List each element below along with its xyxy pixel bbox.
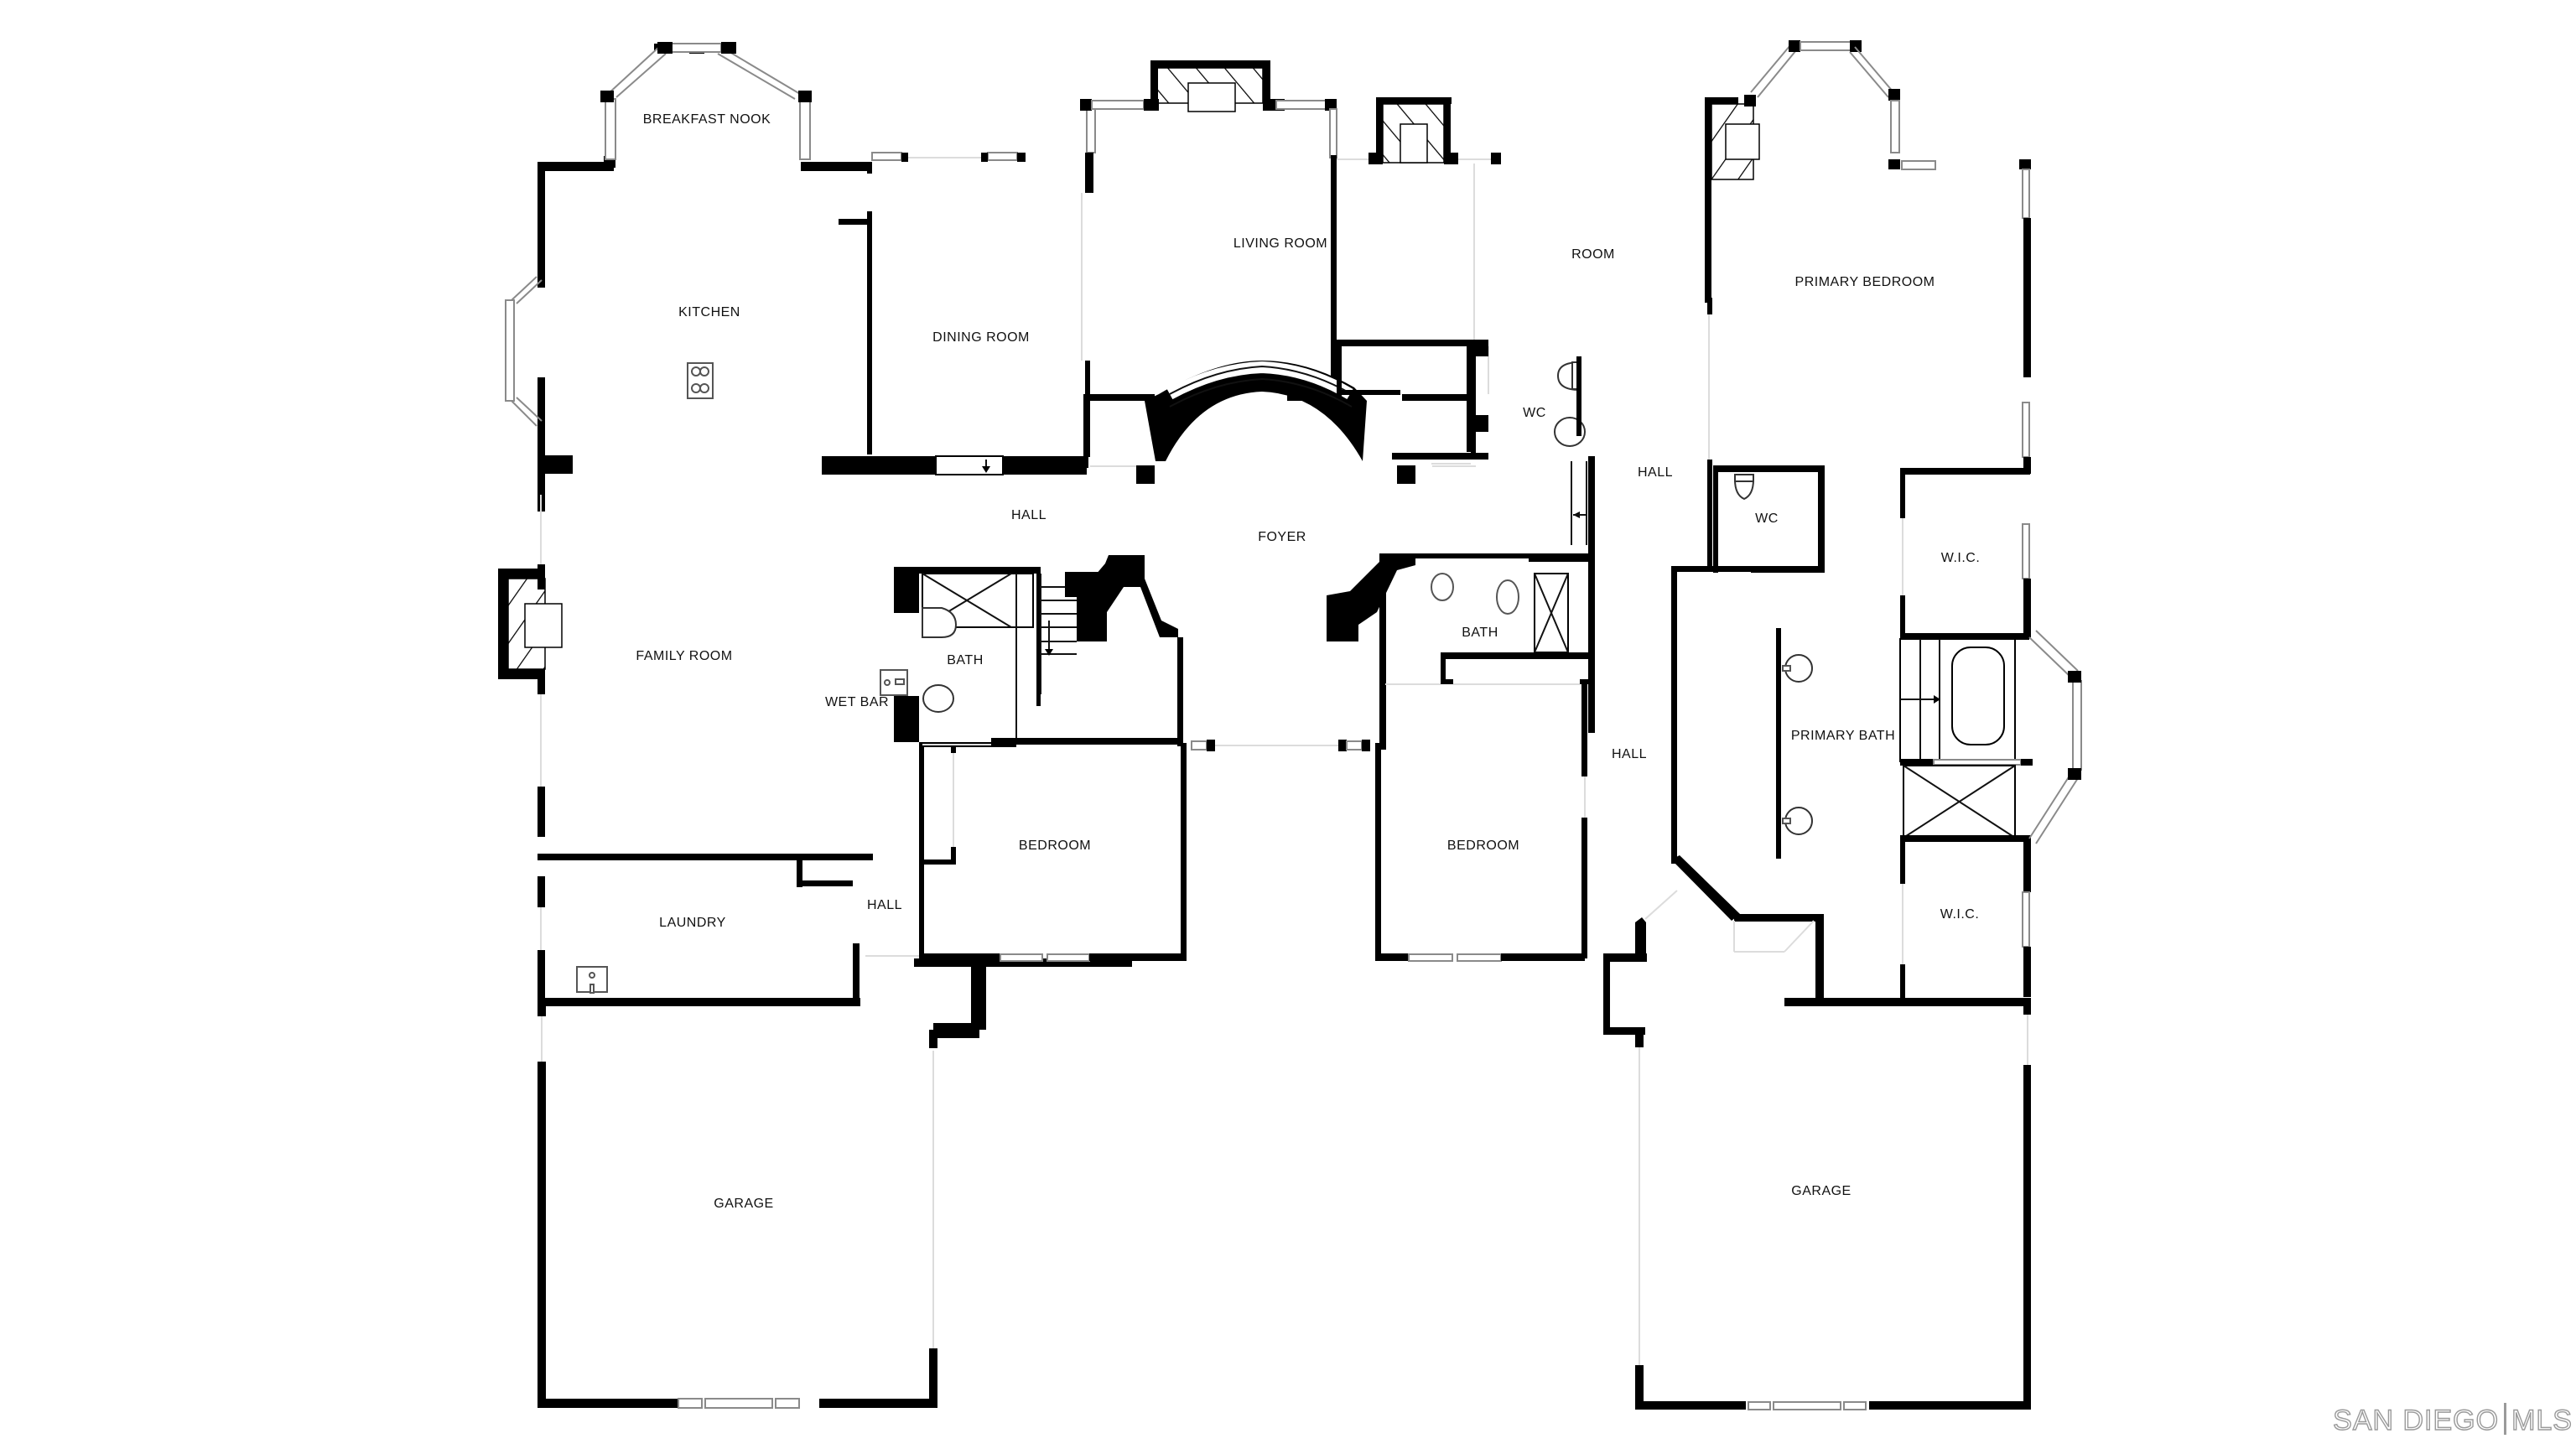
room-label-bath-right: BATH	[1462, 626, 1498, 640]
cooktop-icon	[687, 362, 714, 399]
san-diego-mls-watermark: SAN DIEGO MLS	[2332, 1403, 2573, 1437]
room-label-living-room: LIVING ROOM	[1233, 236, 1328, 251]
room-label-wic-upper: W.I.C.	[1940, 551, 1981, 565]
right-wing-walls	[1331, 40, 2082, 1410]
room-label-hall-right-upper: HALL	[1637, 465, 1674, 480]
room-label-wc-1: WC	[1523, 406, 1546, 420]
room-label-garage-right: GARAGE	[1791, 1184, 1852, 1198]
room-label-dining-room: DINING ROOM	[932, 330, 1030, 345]
center-walls	[894, 60, 1595, 1030]
room-label-room: ROOM	[1571, 247, 1615, 262]
room-label-wic-lower: W.I.C.	[1940, 907, 1980, 922]
room-label-kitchen: KITCHEN	[678, 305, 740, 319]
room-label-foyer: FOYER	[1258, 530, 1306, 544]
room-label-primary-bedroom: PRIMARY BEDROOM	[1794, 275, 1935, 289]
room-label-primary-bath: PRIMARY BATH	[1790, 729, 1896, 743]
watermark-right-text: MLS	[2511, 1404, 2573, 1436]
watermark-divider	[2504, 1403, 2507, 1435]
watermark-left-text: SAN DIEGO	[2332, 1404, 2500, 1436]
wet-bar-sink-icon	[880, 669, 908, 696]
left-wing-walls	[498, 42, 1132, 1409]
room-label-hall-left-upper: HALL	[1010, 508, 1047, 522]
room-label-breakfast-nook: BREAKFAST NOOK	[642, 112, 771, 127]
room-label-family-room: FAMILY ROOM	[636, 649, 733, 663]
room-label-bedroom-left: BEDROOM	[1018, 839, 1092, 853]
room-label-garage-left: GARAGE	[714, 1197, 774, 1211]
room-label-wet-bar: WET BAR	[824, 695, 890, 709]
bath-left-fixtures-icon	[922, 607, 958, 713]
room-label-laundry: LAUNDRY	[659, 916, 726, 930]
room-label-hall-right-lower: HALL	[1611, 747, 1648, 761]
room-label-wc-2: WC	[1755, 512, 1779, 526]
room-label-hall-lower: HALL	[866, 898, 903, 912]
room-label-bath-left: BATH	[947, 653, 984, 667]
room-label-bedroom-right: BEDROOM	[1446, 839, 1520, 853]
